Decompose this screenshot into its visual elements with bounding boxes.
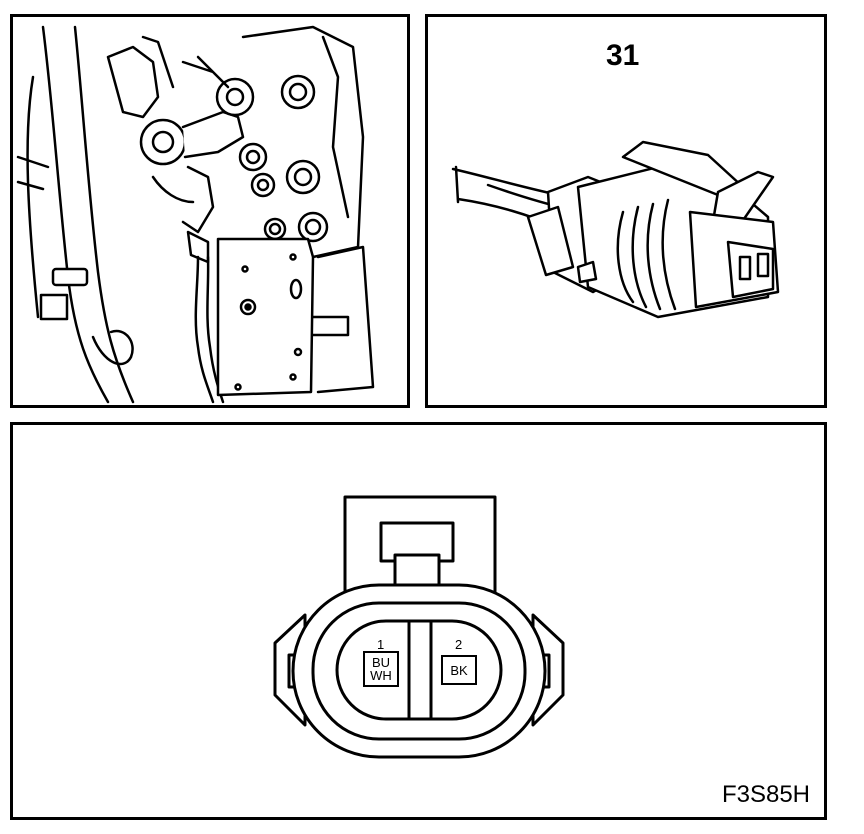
callout-number: 31 bbox=[606, 39, 640, 72]
location-view-panel bbox=[10, 14, 410, 408]
pin-1-color-1: BU bbox=[371, 655, 391, 670]
pin-2-number: 2 bbox=[455, 637, 463, 652]
connector-perspective-illustration bbox=[451, 140, 780, 319]
pin-1-color-2: WH bbox=[370, 668, 392, 683]
pin-1-number: 1 bbox=[377, 637, 385, 652]
pin-2-color-1: BK bbox=[450, 663, 468, 678]
connector-face-illustration bbox=[273, 495, 565, 759]
engine-bay-illustration bbox=[16, 25, 375, 404]
figure-id: F3S85H bbox=[721, 781, 810, 808]
connector-face-panel: 1 BU WH 2 BK F3S85H bbox=[10, 422, 827, 820]
connector-perspective-panel: 31 bbox=[425, 14, 827, 408]
pin-1-cavity: BU WH bbox=[363, 651, 399, 687]
pin-2-cavity: BK bbox=[441, 655, 477, 685]
